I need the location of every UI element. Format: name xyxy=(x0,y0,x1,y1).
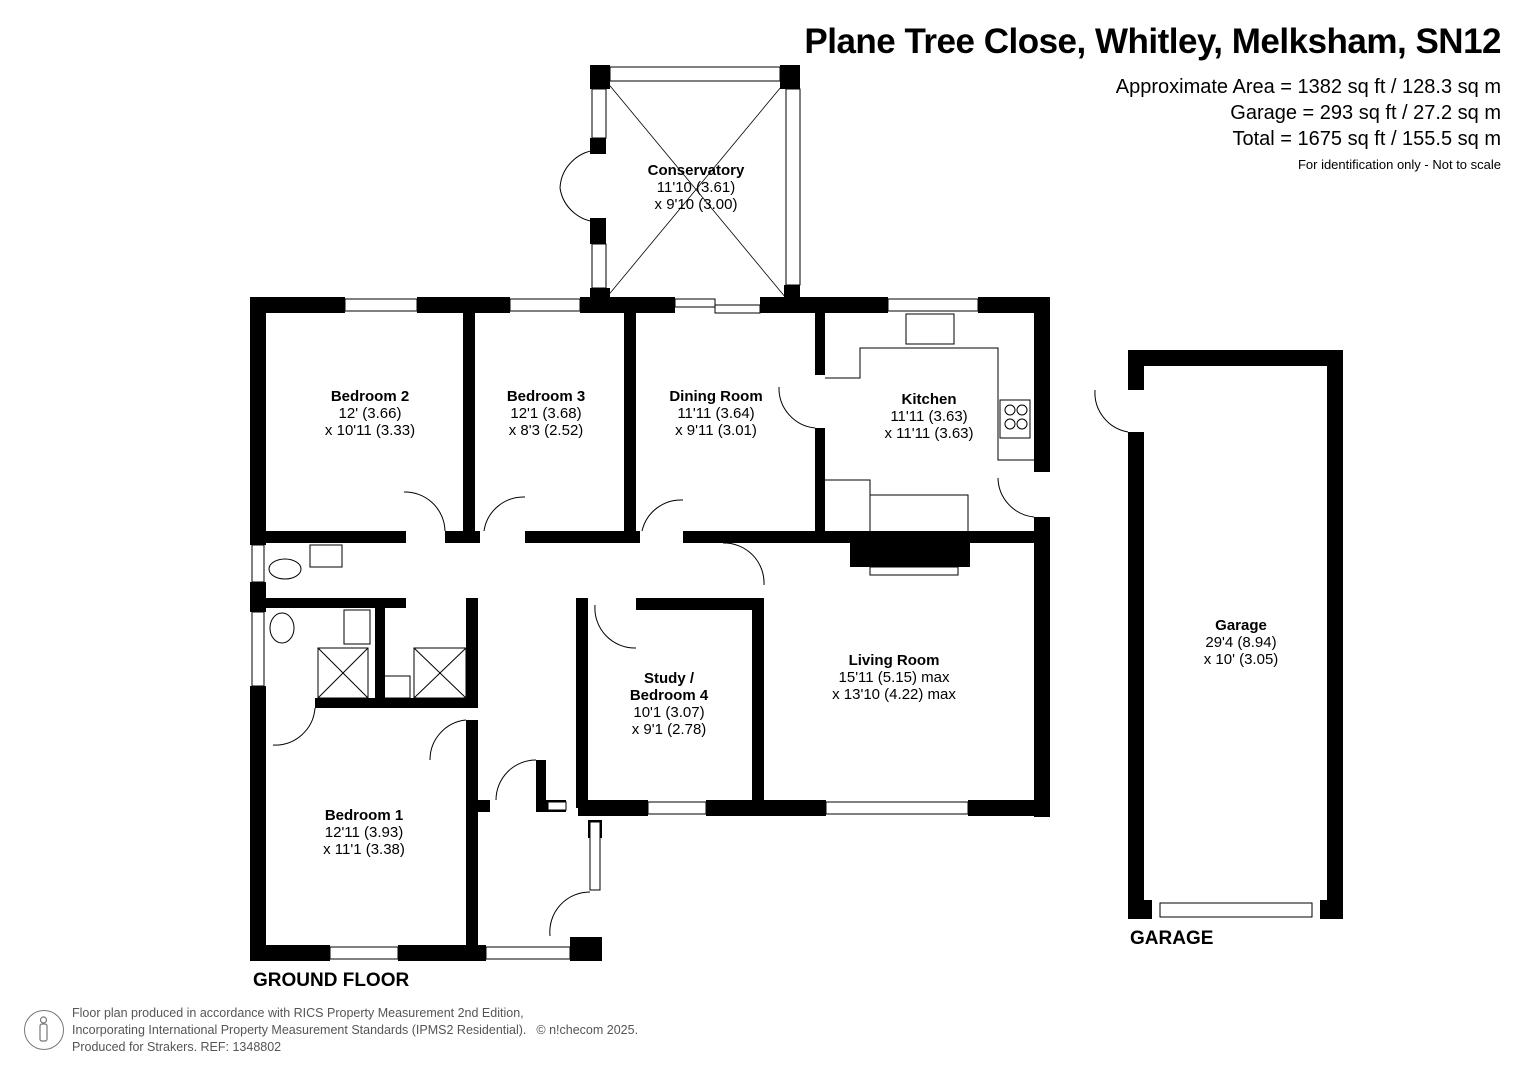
approximate-area: Approximate Area = 1382 sq ft / 128.3 sq… xyxy=(1115,76,1501,98)
room-dim: 11'10 (3.61) xyxy=(656,179,736,196)
room-bedroom-2: Bedroom 2 12' (3.66) x 10'11 (3.33) xyxy=(325,388,415,439)
room-study-bedroom-4: Study / Bedroom 4 10'1 (3.07) x 9'1 (2.7… xyxy=(630,670,708,738)
room-bedroom-3: Bedroom 3 12'1 (3.68) x 8'3 (2.52) xyxy=(507,388,585,439)
copyright: © n!checom 2025. xyxy=(536,1023,639,1037)
room-garage: Garage 29'4 (8.94) x 10' (3.05) xyxy=(1204,617,1279,668)
room-name: Garage xyxy=(1215,617,1267,634)
room-dim: 12'1 (3.68) xyxy=(510,405,582,422)
room-dim: x 8'3 (2.52) xyxy=(508,422,584,439)
footer-notes: Floor plan produced in accordance with R… xyxy=(72,1005,638,1056)
room-dim: 10'1 (3.07) xyxy=(633,704,705,721)
room-dim: x 10'11 (3.33) xyxy=(324,422,416,439)
room-dim: x 11'1 (3.38) xyxy=(323,841,405,858)
room-dim: 12'11 (3.93) xyxy=(324,824,404,841)
room-dim: x 9'11 (3.01) xyxy=(675,422,757,439)
person-scale-icon xyxy=(24,1010,64,1050)
garage-area: Garage = 293 sq ft / 27.2 sq m xyxy=(1230,102,1501,124)
ground-floor-label: GROUND FLOOR xyxy=(253,970,410,991)
room-living-room: Living Room 15'11 (5.15) max x 13'10 (4.… xyxy=(832,652,956,703)
room-name: Bedroom 4 xyxy=(629,687,709,704)
room-dim: 11'11 (3.63) xyxy=(890,408,968,425)
room-dim: x 13'10 (4.22) max xyxy=(832,686,956,703)
page-title: Plane Tree Close, Whitley, Melksham, SN1… xyxy=(804,22,1501,61)
room-bedroom-1: Bedroom 1 12'11 (3.93) x 11'1 (3.38) xyxy=(323,807,405,858)
room-dim: 11'11 (3.64) xyxy=(677,405,755,422)
room-name: Study / xyxy=(643,670,695,687)
room-dim: x 10' (3.05) xyxy=(1203,651,1279,668)
total-area: Total = 1675 sq ft / 155.5 sq m xyxy=(1232,128,1502,150)
disclaimer: For identification only - Not to scale xyxy=(1297,157,1501,172)
footer-reference: Produced for Strakers. REF: 1348802 xyxy=(72,1040,282,1054)
area-summary: Approximate Area = 1382 sq ft / 128.3 sq… xyxy=(1116,74,1501,152)
room-dim: 29'4 (8.94) xyxy=(1205,634,1277,651)
room-name: Kitchen xyxy=(901,391,957,408)
room-name: Living Room xyxy=(848,652,940,669)
room-name: Bedroom 3 xyxy=(506,388,586,405)
room-dim: 12' (3.66) xyxy=(338,405,402,422)
room-name: Bedroom 2 xyxy=(330,388,410,405)
footer-line: Incorporating International Property Mea… xyxy=(72,1023,527,1037)
room-name: Bedroom 1 xyxy=(324,807,404,824)
room-dim: x 9'1 (2.78) xyxy=(631,721,707,738)
room-name: Conservatory xyxy=(647,162,745,179)
room-dim: x 11'11 (3.63) xyxy=(884,425,974,442)
room-name: Dining Room xyxy=(669,388,763,405)
garage-floor-label: GARAGE xyxy=(1130,928,1214,949)
room-kitchen: Kitchen 11'11 (3.63) x 11'11 (3.63) xyxy=(884,391,973,442)
room-dim: x 9'10 (3.00) xyxy=(654,196,738,213)
room-dining-room: Dining Room 11'11 (3.64) x 9'11 (3.01) xyxy=(669,388,762,439)
room-conservatory: Conservatory 11'10 (3.61) x 9'10 (3.00) xyxy=(648,162,745,213)
room-dim: 15'11 (5.15) max xyxy=(838,669,950,686)
footer-line: Floor plan produced in accordance with R… xyxy=(72,1006,524,1020)
